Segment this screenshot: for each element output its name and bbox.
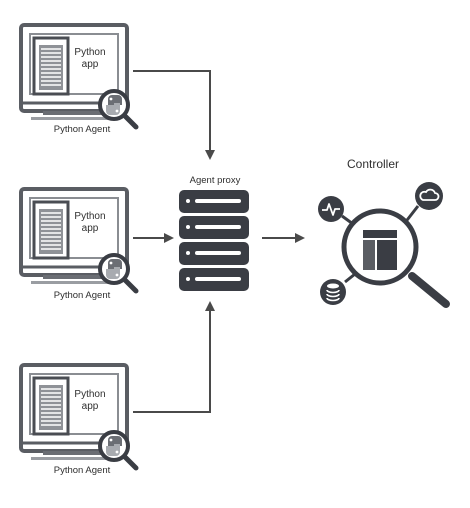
arrow-agent1-to-proxy [133,70,215,160]
magnifier-icon [341,208,450,308]
proxy-label: Agent proxy [190,175,241,186]
agent-2-label: Python Agent [54,290,111,301]
server-stack-icon [179,190,249,291]
python-logo-icon [100,91,136,127]
agent-machine-1: Python app Python Agent [19,23,136,135]
agent-2-app-line2: app [82,223,99,234]
agent-3-app-line2: app [82,401,99,412]
agent-proxy: Agent proxy [179,175,249,291]
cloud-icon [415,182,443,210]
agent-1-app-line1: Python [74,47,105,58]
controller-label: Controller [347,157,399,171]
agent-3-app-line1: Python [74,389,105,400]
agent-machine-2: Python app Python Agent [19,187,136,301]
python-logo-icon [100,255,136,291]
arrow-agent3-to-proxy [133,301,215,413]
agent-1-label: Python Agent [54,124,111,135]
database-icon [320,279,346,305]
agent-1-app-line2: app [82,59,99,70]
agent-3-label: Python Agent [54,465,111,476]
python-logo-icon [100,432,136,468]
agent-machine-3: Python app Python Agent [19,363,136,476]
controller: Controller [318,157,450,308]
pulse-icon [318,196,344,222]
agent-2-app-line1: Python [74,211,105,222]
